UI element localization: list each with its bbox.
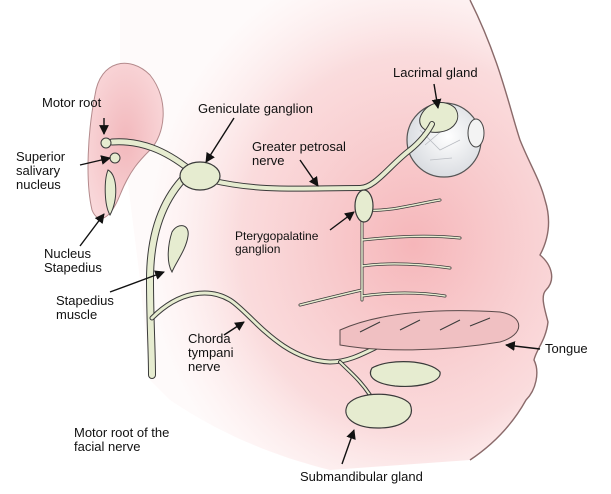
pterygopalatine-ganglion-shape	[355, 190, 373, 222]
label-motor-root-of-facial-nerve: Motor root of the facial nerve	[74, 426, 169, 454]
label-lacrimal-gland: Lacrimal gland	[393, 66, 478, 80]
label-stapedius-muscle: Stapedius muscle	[56, 294, 114, 322]
sublingual-gland-shape	[370, 362, 440, 387]
label-pterygopalatine-ganglion: Pterygopalatine ganglion	[235, 230, 318, 256]
label-superior-salivary-nucleus: Superior salivary nucleus	[16, 150, 65, 192]
label-tongue: Tongue	[545, 342, 588, 356]
label-greater-petrosal-nerve: Greater petrosal nerve	[252, 140, 346, 168]
label-chorda-tympani-nerve: Chorda tympani nerve	[188, 332, 234, 374]
nucleus-stapedius-shape	[105, 170, 116, 215]
geniculate-ganglion-shape	[180, 162, 220, 190]
superior-salivary-nucleus-shape	[110, 153, 120, 163]
eye-cornea	[468, 119, 484, 147]
submandibular-gland-shape	[346, 394, 411, 428]
label-geniculate-ganglion: Geniculate ganglion	[198, 102, 313, 116]
motor-root-shape	[101, 138, 111, 148]
label-submandibular-gland: Submandibular gland	[300, 470, 423, 484]
label-nucleus-stapedius: Nucleus Stapedius	[44, 247, 102, 275]
label-motor-root: Motor root	[42, 96, 101, 110]
